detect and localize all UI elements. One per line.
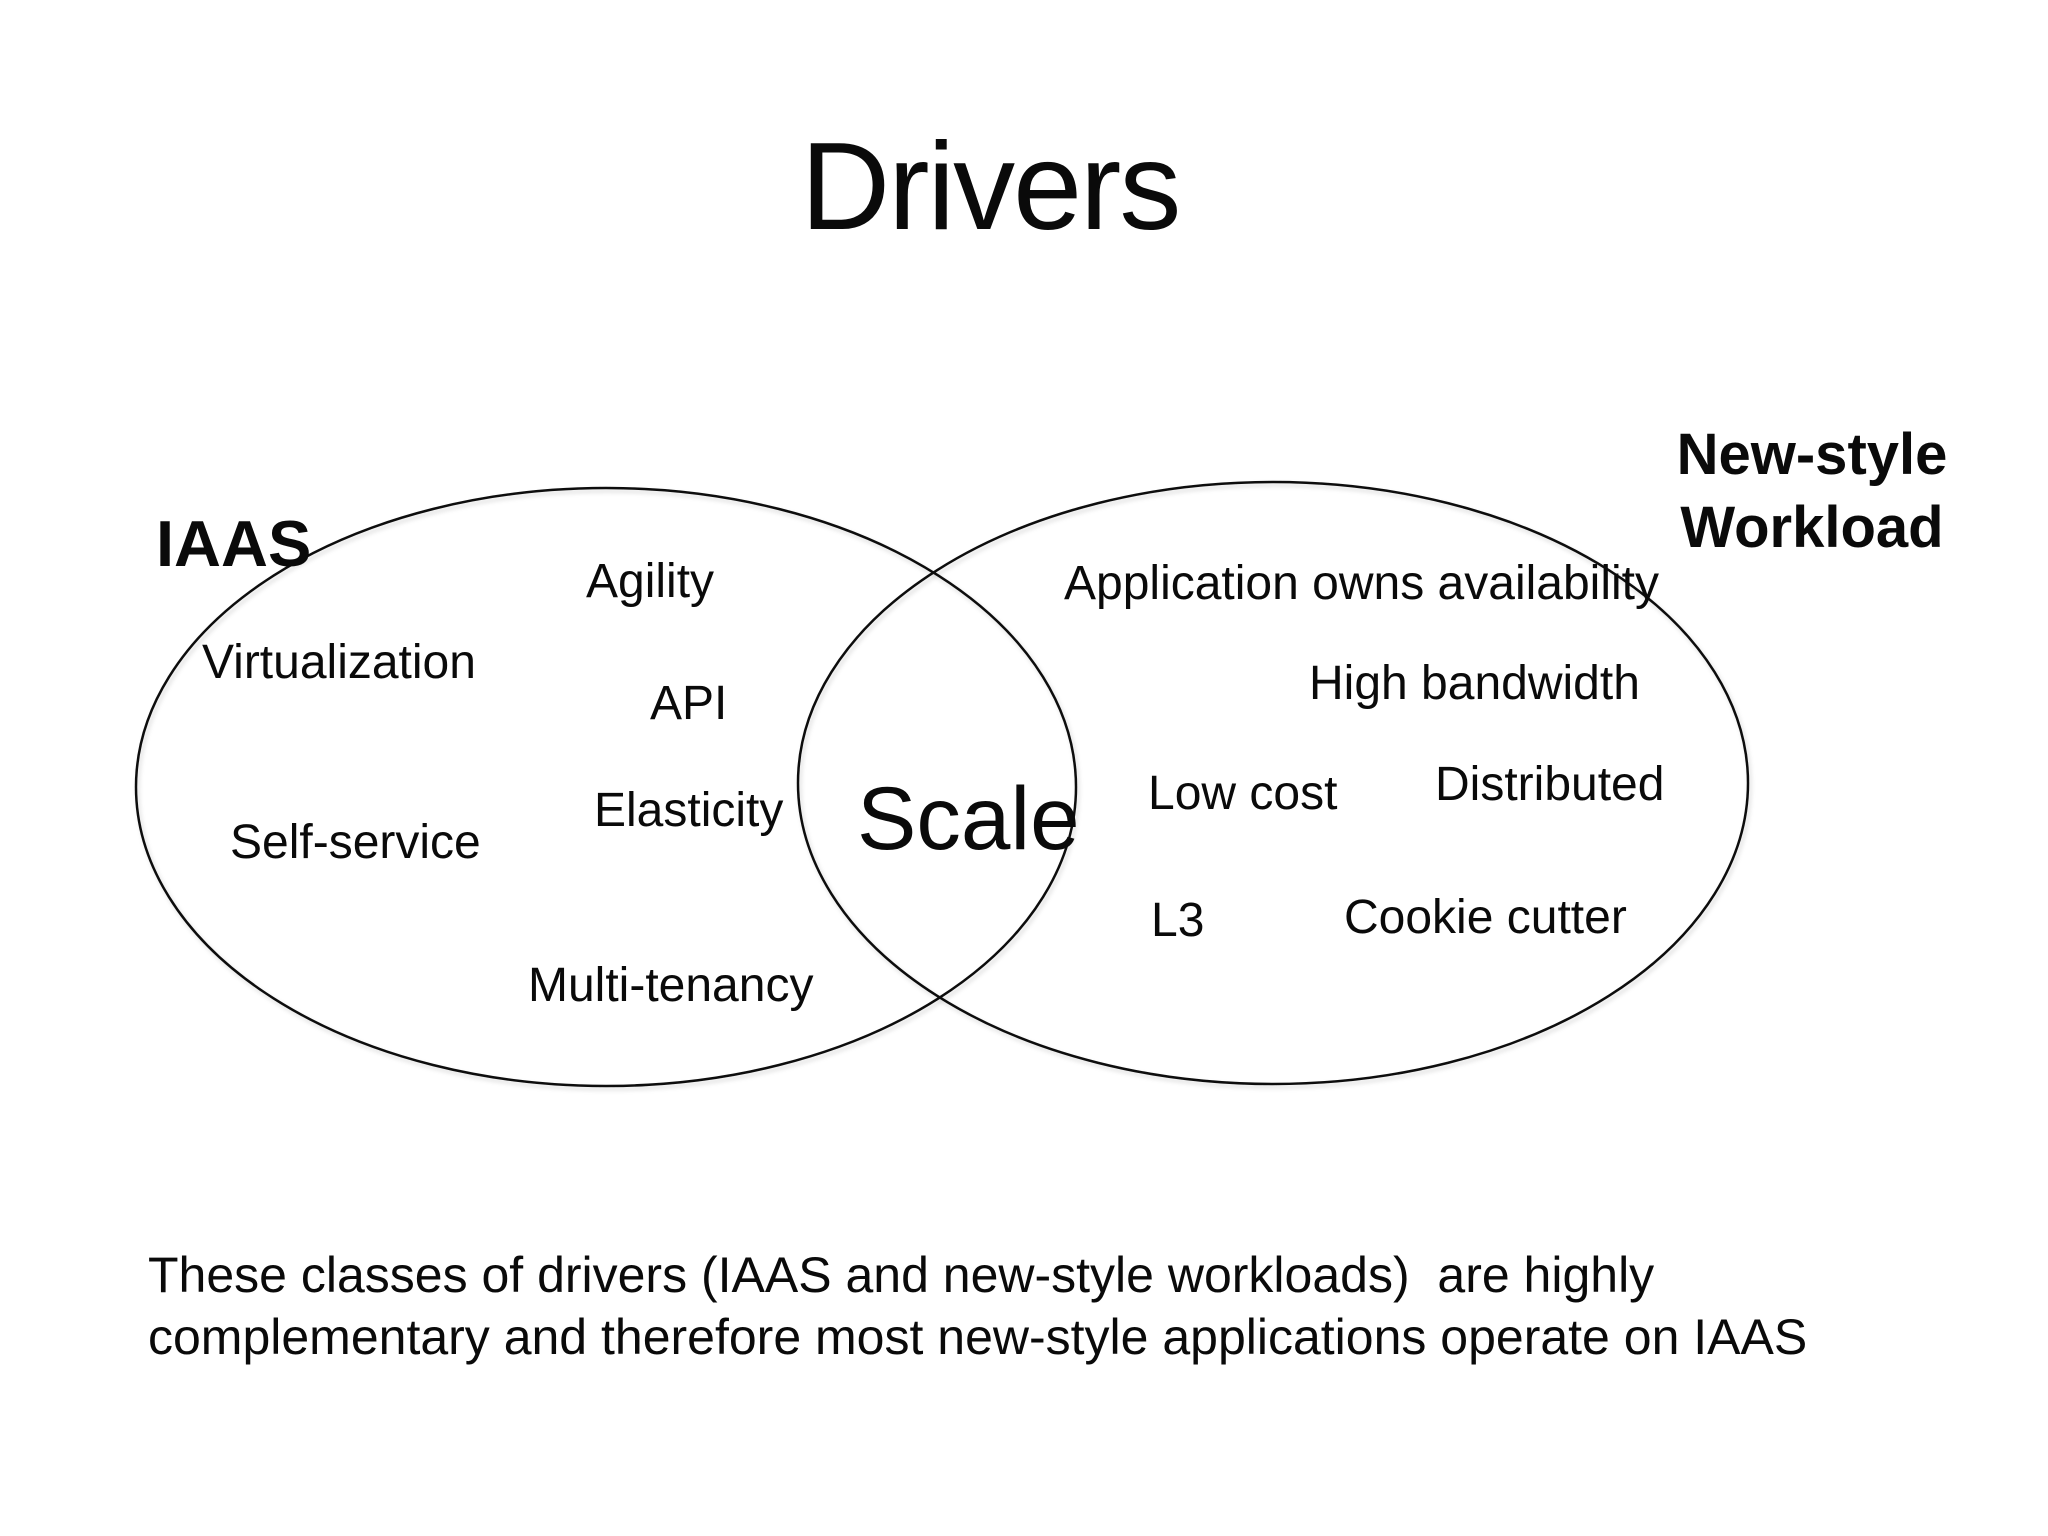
slide-title: Drivers bbox=[800, 118, 1182, 256]
venn-item-elasticity: Elasticity bbox=[594, 784, 784, 837]
right-set-ellipse bbox=[796, 480, 1750, 1086]
caption-line-2: complementary and therefore most new-sty… bbox=[148, 1309, 1808, 1365]
right-set-label-line1: New-style bbox=[1676, 422, 1948, 487]
venn-item-api: API bbox=[650, 677, 728, 730]
venn-item-distributed: Distributed bbox=[1435, 758, 1665, 811]
right-set-label-line2: Workload bbox=[1680, 495, 1944, 561]
right-set-label-new-style-workload: New-style Workload bbox=[1677, 418, 1948, 564]
venn-intersection-label-scale: Scale bbox=[857, 768, 1080, 868]
venn-item-cookie-cutter: Cookie cutter bbox=[1344, 891, 1627, 944]
left-set-ellipse bbox=[134, 486, 1078, 1088]
venn-item-self-service: Self-service bbox=[230, 816, 481, 869]
venn-item-agility: Agility bbox=[586, 555, 715, 608]
venn-item-application-owns-availability: Application owns availability bbox=[1064, 557, 1659, 610]
venn-item-high-bandwidth: High bandwidth bbox=[1309, 657, 1640, 710]
left-set-label-iaas: IAAS bbox=[156, 507, 312, 580]
caption: These classes of drivers (IAAS and new-s… bbox=[148, 1244, 1807, 1368]
caption-line-1: These classes of drivers (IAAS and new-s… bbox=[148, 1247, 1655, 1303]
venn-item-virtualization: Virtualization bbox=[202, 636, 476, 689]
venn-item-multi-tenancy: Multi-tenancy bbox=[528, 959, 814, 1012]
venn-item-l3: L3 bbox=[1151, 894, 1205, 947]
venn-item-low-cost: Low cost bbox=[1148, 767, 1338, 820]
